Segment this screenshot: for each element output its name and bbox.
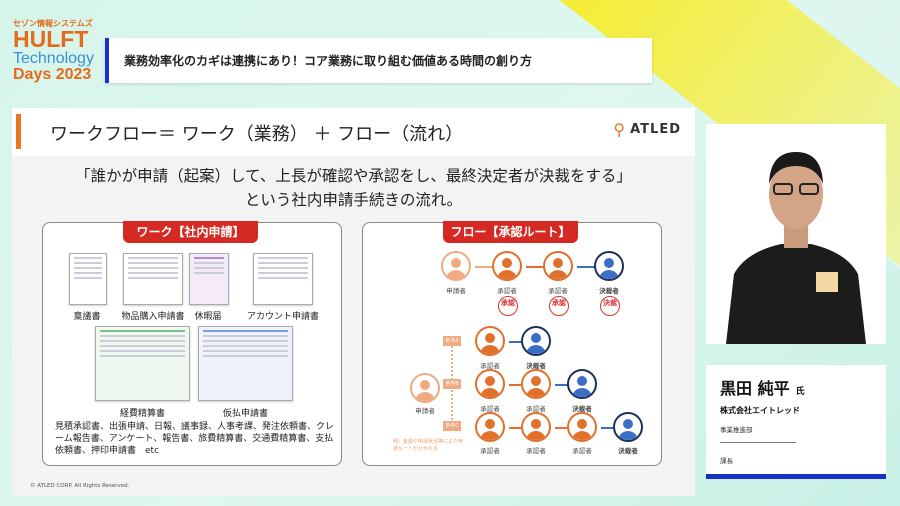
role-label: 承認者 xyxy=(480,447,500,455)
event-logo: セゾン情報システムズ HULFT Technology Days 2023 xyxy=(13,20,103,83)
atled-mark-icon: ⚲ xyxy=(613,120,627,139)
document-thumbnail xyxy=(198,326,293,401)
logo-line: Technology xyxy=(13,50,94,67)
work-tag: ワーク【社内申請】 xyxy=(123,221,258,243)
doc-caption: 物品購入申請書 xyxy=(121,312,185,322)
condition-label: 条件A xyxy=(443,336,461,346)
role-label: 決裁者 xyxy=(618,447,638,455)
honorific: 氏 xyxy=(795,387,805,397)
role-label: 承認者 xyxy=(526,405,546,413)
approver-icon xyxy=(521,412,551,442)
decider-icon xyxy=(613,412,643,442)
doc-caption: 仮払申請書 xyxy=(222,409,268,419)
atled-text: ATLED xyxy=(630,122,681,137)
atled-logo: ⚲ATLED xyxy=(613,120,681,139)
session-title: 業務効率化のカギは連携にあり！コア業務に取り組む価値ある時間の創り方 xyxy=(105,38,652,83)
role-label: 承認者 xyxy=(480,362,500,370)
copyright: © ATLED CORP. All Rights Reserved. xyxy=(30,483,130,489)
speaker-name: 黒田 純平 xyxy=(720,379,790,398)
brand-text: セゾン情報システムズ xyxy=(13,19,93,28)
approver-icon xyxy=(521,369,551,399)
doc-caption: アカウント申請書 xyxy=(246,312,319,322)
role-label: 承認者 xyxy=(526,447,546,455)
decide-stamp-icon: 決裁 xyxy=(600,296,620,316)
slide-title: ワークフロー＝ ワーク（業務） ＋ フロー（流れ） xyxy=(50,124,464,145)
divider xyxy=(720,442,796,443)
document-thumbnail xyxy=(253,253,313,305)
approver-icon xyxy=(567,412,597,442)
flow-note: 例）金額や申請状況等により申請ルートが分かれる xyxy=(393,439,463,452)
work-box: ワーク【社内申請】 稟議書 物品購入申請書 休暇届 アカウント申請書 経費精算書… xyxy=(42,221,342,466)
other-documents-list: 見積承認書、出張申請、日報、議事録、人事考課、発注依頼書、クレーム報告書、アンケ… xyxy=(55,422,335,456)
applicant-icon xyxy=(441,251,471,281)
role-label: 申請者 xyxy=(415,407,435,415)
speaker-position: 課長 xyxy=(720,457,733,465)
speaker-card: 黒田 純平氏 株式会社エイトレッド 事業推進部 課長 xyxy=(706,365,886,479)
approver-icon xyxy=(475,326,505,356)
role-label: 決裁者 xyxy=(526,362,546,370)
speaker-company: 株式会社エイトレッド xyxy=(720,406,800,415)
role-label: 承認者 xyxy=(572,447,592,455)
speaker-video xyxy=(706,124,886,344)
document-thumbnail xyxy=(189,253,229,305)
approver-icon xyxy=(475,412,505,442)
role-label: 申請者 xyxy=(446,287,466,295)
speaker-department: 事業推進部 xyxy=(720,426,753,434)
document-thumbnail xyxy=(123,253,183,305)
approver-icon xyxy=(492,251,522,281)
approver-icon xyxy=(475,369,505,399)
role-label: 承認者 xyxy=(548,287,568,295)
presentation-slide: ワークフロー＝ ワーク（業務） ＋ フロー（流れ） ⚲ATLED 「誰かが申請（… xyxy=(12,108,695,496)
lead-line-2: という社内申請手続きの流れ。 xyxy=(244,191,463,209)
lead-line-1: 「誰かが申請（起案）して、上長が確認や承認をし、最終決定者が決裁をする」 xyxy=(75,167,632,185)
role-label: 決裁者 xyxy=(572,405,592,413)
document-thumbnail xyxy=(69,253,107,305)
accent-bar xyxy=(16,114,21,149)
condition-label: 条件B xyxy=(443,379,461,389)
applicant-icon xyxy=(410,373,440,403)
speaker-name-row: 黒田 純平氏 xyxy=(720,375,872,399)
slide-header: ワークフロー＝ ワーク（業務） ＋ フロー（流れ） ⚲ATLED xyxy=(12,108,695,156)
logo-line: Days 2023 xyxy=(13,66,92,83)
document-thumbnail xyxy=(95,326,190,401)
decider-icon xyxy=(521,326,551,356)
speaker-figure xyxy=(726,152,866,344)
role-label: 承認者 xyxy=(497,287,517,295)
flow-tag: フロー【承認ルート】 xyxy=(443,221,578,243)
decider-icon xyxy=(594,251,624,281)
doc-caption: 経費精算書 xyxy=(119,409,165,419)
role-label: 承認者 xyxy=(480,405,500,413)
flow-box: フロー【承認ルート】 申請者 承認者 承認者 決裁者 承認 承認 決裁 申請者 … xyxy=(362,221,662,466)
logo-line: HULFT xyxy=(13,26,89,52)
decider-icon xyxy=(567,369,597,399)
approve-stamp-icon: 承認 xyxy=(549,296,569,316)
approve-stamp-icon: 承認 xyxy=(498,296,518,316)
approver-icon xyxy=(543,251,573,281)
doc-caption: 休暇届 xyxy=(194,312,222,322)
condition-label: 条件C xyxy=(443,421,461,431)
doc-caption: 稟議書 xyxy=(73,312,101,322)
role-label: 決裁者 xyxy=(599,287,619,295)
